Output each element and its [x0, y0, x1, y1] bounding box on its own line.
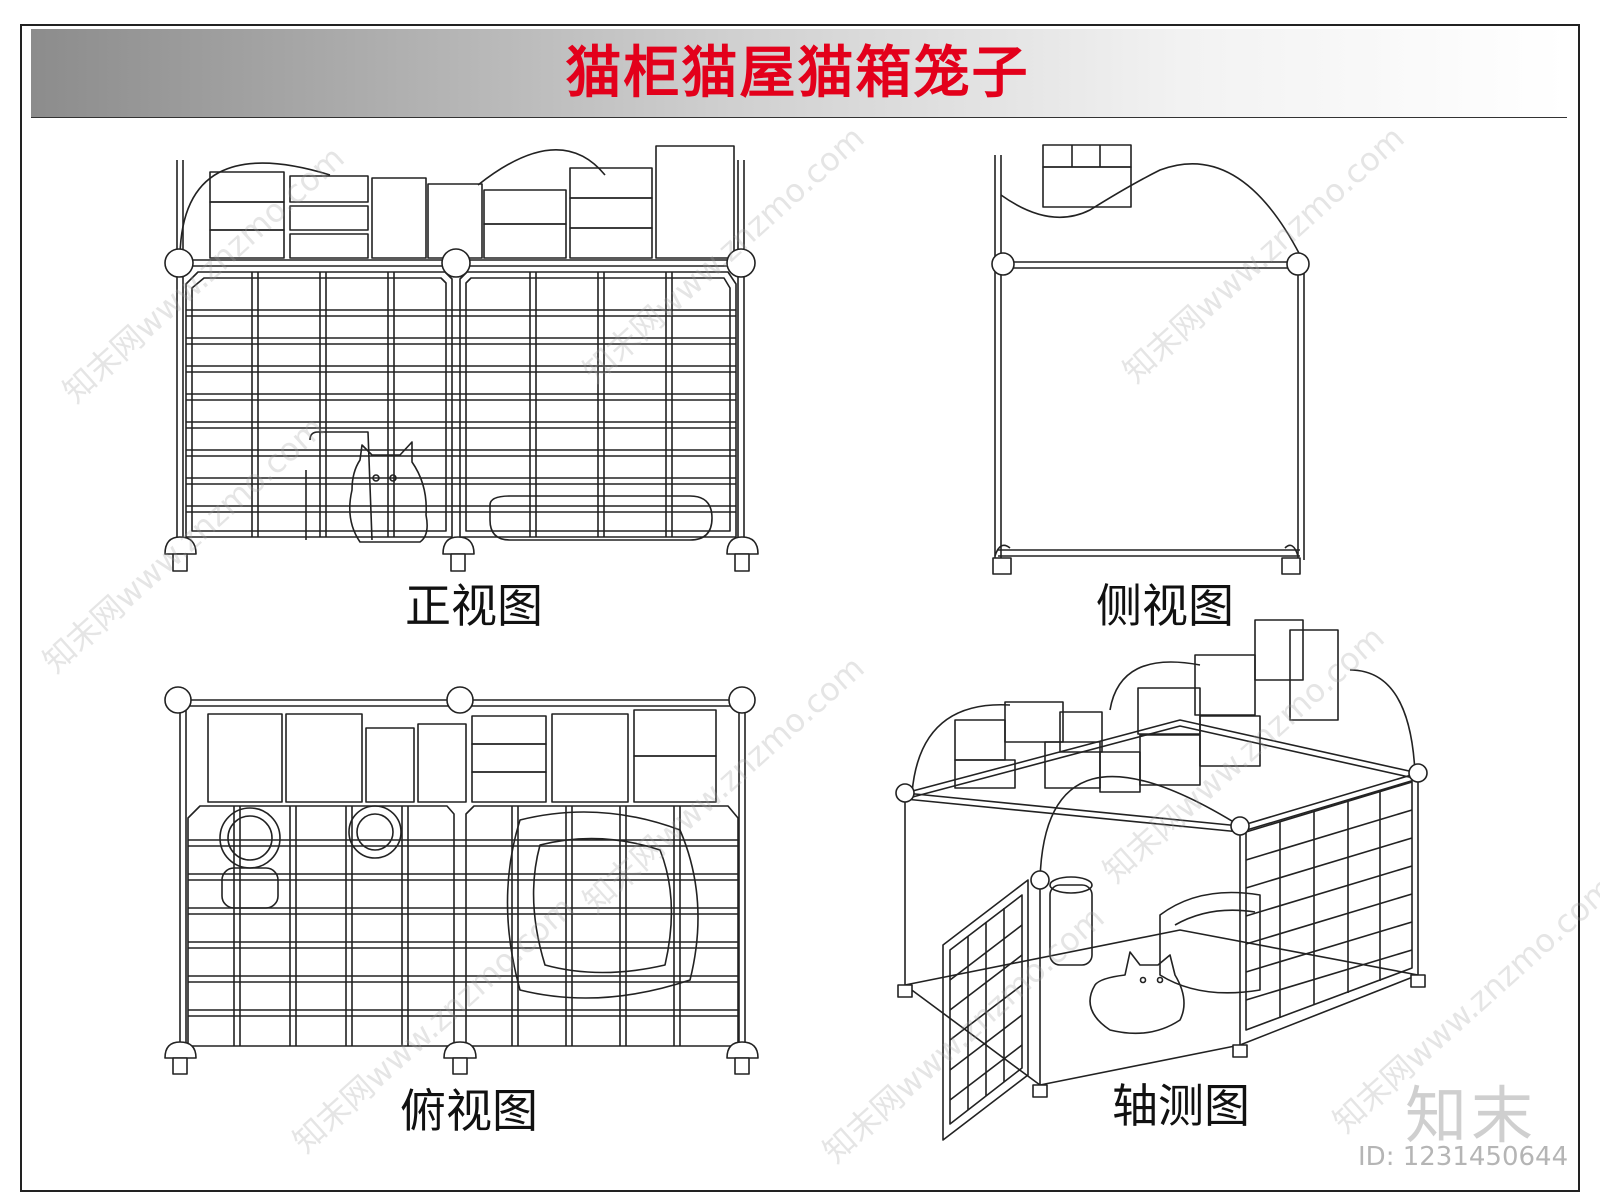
sheet-title: 猫柜猫屋猫箱笼子: [565, 41, 1030, 106]
top-view-drawing: [164, 686, 759, 1075]
brand-logo-text: 知末: [1405, 1079, 1538, 1152]
axonometric-view-label: 轴测图: [1112, 1079, 1250, 1133]
side-view-drawing: [991, 144, 1310, 575]
side-view-label: 侧视图: [1096, 579, 1234, 633]
axonometric-view-drawing: [895, 619, 1428, 1141]
top-view-label: 俯视图: [400, 1084, 538, 1138]
drawing-sheet-border: [20, 24, 1580, 1192]
front-view-label: 正视图: [405, 579, 543, 633]
front-view-drawing: [164, 145, 759, 572]
title-bar: [31, 29, 1567, 118]
image-id-text: ID: 1231450644: [1358, 1142, 1569, 1172]
